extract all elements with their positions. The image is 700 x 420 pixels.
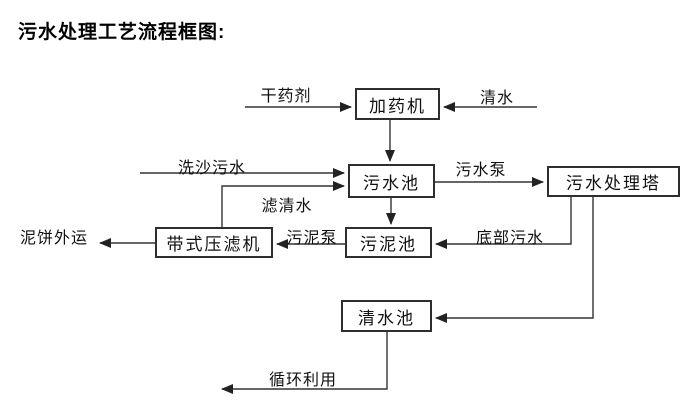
- node-sewage-pool: 污水池: [348, 164, 435, 198]
- arrow-filtered-water: [221, 181, 345, 227]
- flow-label-clean-water: 清水: [479, 90, 515, 107]
- node-treatment-tower: 污水处理塔: [547, 166, 680, 197]
- flow-label-sewage-pump: 污水泵: [455, 162, 507, 179]
- flow-label-sand-washing-sewage: 洗沙污水: [177, 160, 247, 177]
- flow-label-filtered-water: 滤清水: [261, 198, 313, 215]
- node-belt-filter-press: 带式压滤机: [155, 227, 273, 258]
- flow-label-mud-cake-outbound: 泥饼外运: [19, 230, 89, 247]
- flow-label-sludge-pump: 污泥泵: [286, 230, 338, 247]
- flow-label-recycle-reuse: 循环利用: [268, 372, 338, 389]
- arrow-tower-to-clean-pool: [435, 197, 594, 323]
- flow-label-dry-agent: 干药剂: [260, 88, 312, 105]
- node-sludge-pool: 污泥池: [345, 227, 432, 258]
- diagram-title: 污水处理工艺流程框图:: [18, 22, 226, 43]
- node-clean-water-pool: 清水池: [341, 300, 432, 332]
- arrow-bottom-sewage: [435, 197, 572, 249]
- flow-label-bottom-sewage: 底部污水: [475, 230, 545, 247]
- arrow-recycle-reuse: [221, 332, 388, 394]
- node-dosing-machine: 加药机: [355, 88, 440, 120]
